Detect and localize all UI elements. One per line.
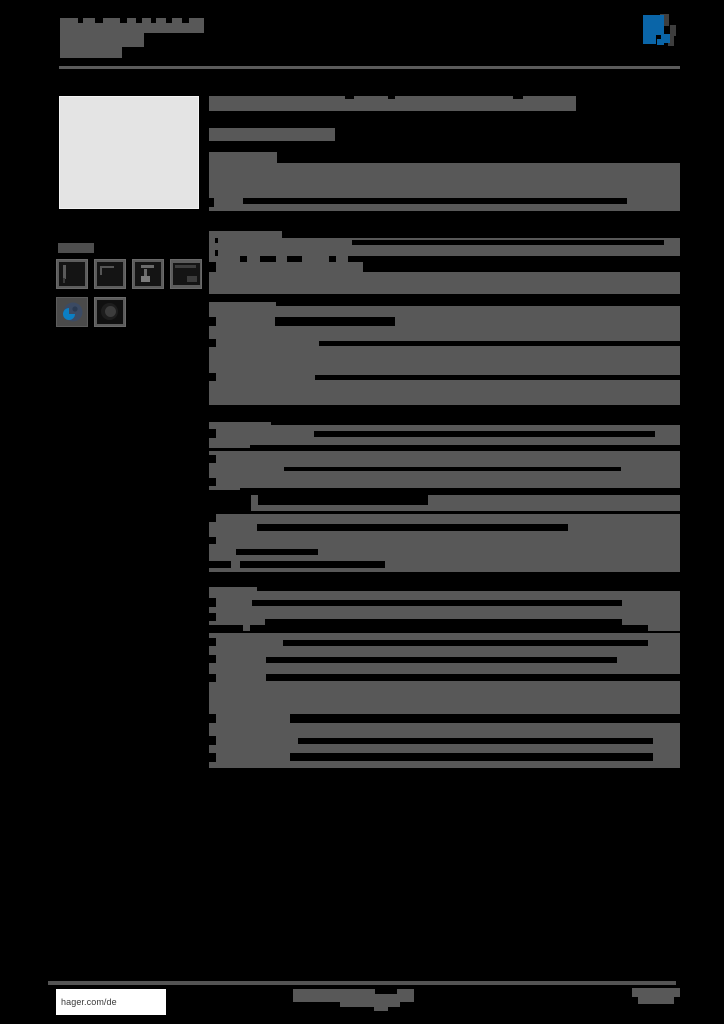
product-reference [209,128,335,141]
product-photo [59,96,199,209]
thumbnail-product-wiring[interactable] [170,259,202,289]
thumbnail-icon-certification[interactable] [56,297,88,327]
description-label [209,152,277,166]
footer-divider [48,981,676,985]
hager-logo [643,14,676,46]
footer-page-number [632,988,680,997]
section-title [209,231,282,240]
thumbnail-product-front[interactable] [56,259,88,289]
page-title-line-3 [60,40,122,58]
thumbnail-product-diagram[interactable] [132,259,164,289]
product-heading [209,96,576,111]
header-divider [59,66,680,69]
thumbnail-icon-round[interactable] [94,297,126,327]
footer-url-box[interactable]: hager.com/de [56,989,166,1015]
thumbnail-product-dimension[interactable] [94,259,126,289]
thumbnail-gallery-label [58,243,94,253]
footer-url-text: hager.com/de [61,997,117,1007]
description-underline [209,207,680,211]
